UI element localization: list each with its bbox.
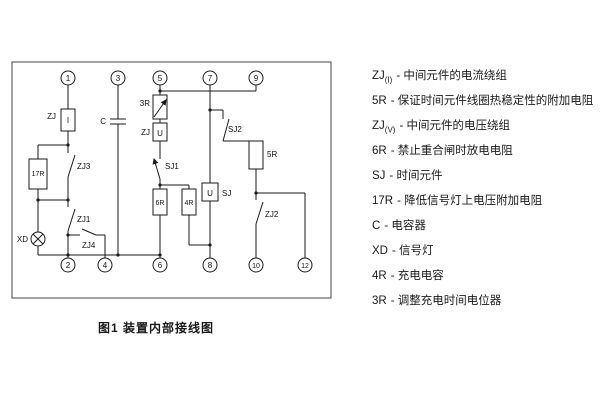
- potentiometer-3r-box: [152, 94, 168, 120]
- legend-desc: - 降低信号灯上电压附加电阻: [397, 195, 543, 207]
- zj-voltage-coil-label: ZJ: [141, 128, 150, 137]
- contact-zj2-label: ZJ2: [265, 210, 279, 219]
- legend-item: 3R- 调整充电时间电位器: [372, 289, 598, 314]
- figure-caption: 图1 装置内部接线图: [98, 321, 215, 335]
- svg-text:5: 5: [158, 74, 163, 83]
- legend-desc: - 禁止重合闸时放电电阻: [390, 145, 513, 157]
- contact-zj3-label: ZJ3: [77, 162, 91, 171]
- legend: ZJ(I)- 中间元件的电流绕组 5R- 保证时间元件线圈热稳定性的附加电阻 Z…: [372, 64, 598, 314]
- resistor-6r-label: 6R: [156, 200, 165, 207]
- legend-item: ZJ(I)- 中间元件的电流绕组: [372, 64, 598, 89]
- svg-text:9: 9: [254, 74, 259, 83]
- resistor-5r-label: 5R: [267, 150, 277, 159]
- terminal-3: 3: [110, 70, 126, 86]
- terminal-5: 5: [152, 70, 168, 86]
- diagram-border: [11, 61, 332, 299]
- wires: [37, 85, 306, 258]
- legend-term: XD: [372, 245, 388, 257]
- legend-term-sub: (V): [384, 125, 396, 135]
- zj-voltage-coil-mark: U: [157, 129, 163, 138]
- signal-lamp-symbol: [30, 231, 46, 247]
- legend-desc: - 中间元件的电压绕组: [399, 120, 510, 132]
- zj-current-coil-box: [60, 108, 76, 132]
- terminal-7: 7: [202, 70, 218, 86]
- legend-term: 5R: [372, 95, 387, 107]
- terminal-6: 6: [152, 257, 168, 273]
- resistor-17r-box: [28, 158, 48, 190]
- terminal-1: 1: [60, 70, 76, 86]
- legend-desc: - 信号灯: [391, 245, 434, 257]
- svg-text:3: 3: [116, 74, 121, 83]
- svg-text:4: 4: [103, 261, 108, 270]
- terminal-9: 9: [248, 70, 264, 86]
- terminal-8: 8: [202, 257, 218, 273]
- legend-term-text: 4R: [372, 270, 387, 282]
- legend-term-text: ZJ: [372, 70, 385, 82]
- legend-term: 17R: [372, 195, 393, 207]
- contact-sj2-label: SJ2: [228, 125, 242, 134]
- svg-text:10: 10: [252, 263, 260, 270]
- sj-coil-box: [201, 182, 219, 202]
- legend-term: ZJ(V): [372, 120, 396, 135]
- legend-desc: - 中间元件的电流绕组: [396, 70, 507, 82]
- resistor-17r-label: 17R: [32, 171, 45, 178]
- legend-item: 5R- 保证时间元件线圈热稳定性的附加电阻: [372, 89, 598, 114]
- legend-item: SJ - 时间元件: [372, 164, 598, 189]
- legend-term: SJ: [372, 170, 385, 182]
- legend-item: XD- 信号灯: [372, 239, 598, 264]
- legend-term-text: 6R: [372, 145, 387, 157]
- terminal-4: 4: [97, 257, 113, 273]
- contact-sj1-label: SJ1: [165, 162, 179, 171]
- sj-coil-mark: U: [207, 189, 213, 198]
- legend-term-text: 3R: [372, 295, 387, 307]
- legend-item: ZJ(V)- 中间元件的电压绕组: [372, 114, 598, 139]
- sj-coil-label: SJ: [222, 189, 231, 198]
- legend-term-text: C: [372, 220, 381, 232]
- resistor-6r-box: [152, 188, 168, 216]
- legend-desc: - 调整充电时间电位器: [390, 295, 502, 307]
- contact-zj4-label: ZJ4: [82, 241, 96, 250]
- svg-text:8: 8: [208, 261, 213, 270]
- zj-voltage-coil-box: [152, 122, 168, 142]
- legend-item: 4R- 充电电容: [372, 264, 598, 289]
- legend-item: 6R- 禁止重合闸时放电电阻: [372, 139, 598, 164]
- potentiometer-3r-label: 3R: [140, 99, 150, 108]
- legend-desc: - 保证时间元件线圈热稳定性的附加电阻: [390, 95, 594, 107]
- legend-term: 4R: [372, 270, 387, 282]
- legend-desc: - 电容器: [384, 220, 426, 232]
- capacitor-4r-box: [181, 188, 197, 216]
- resistor-5r-box: [248, 140, 264, 170]
- legend-term: C: [372, 220, 380, 232]
- legend-term: ZJ(I): [372, 70, 393, 85]
- svg-text:1: 1: [66, 74, 71, 83]
- terminal-10: 10: [248, 257, 264, 273]
- legend-term-text: SJ: [372, 170, 386, 182]
- signal-lamp-label: XD: [17, 235, 28, 244]
- zj-current-coil-label: ZJ: [47, 112, 56, 121]
- legend-term-text: 5R: [372, 95, 387, 107]
- contact-zj1-label: ZJ1: [77, 215, 91, 224]
- svg-text:6: 6: [158, 261, 163, 270]
- svg-text:12: 12: [301, 263, 309, 270]
- capacitor-c-label: C: [100, 117, 106, 126]
- terminal-12: 12: [297, 257, 313, 273]
- svg-text:7: 7: [208, 74, 213, 83]
- wiring-diagram: ZJ I 17R ZJ3 ZJ1 XD ZJ4 C 3R ZJ U SJ1 6R…: [11, 61, 332, 299]
- legend-term-text: ZJ: [372, 120, 385, 132]
- capacitor-4r-label: 4R: [185, 200, 194, 207]
- legend-term-text: 17R: [372, 195, 394, 207]
- legend-term-sub: (I): [384, 75, 393, 85]
- legend-term-text: XD: [372, 245, 388, 257]
- zj-current-coil-mark: I: [67, 116, 69, 125]
- legend-item: 17R - 降低信号灯上电压附加电阻: [372, 189, 598, 214]
- legend-term: 6R: [372, 145, 387, 157]
- terminal-2: 2: [60, 257, 76, 273]
- junction-dots: [36, 89, 258, 257]
- legend-item: C - 电容器: [372, 214, 598, 239]
- legend-desc: - 充电电容: [390, 270, 444, 282]
- legend-desc: - 时间元件: [389, 170, 443, 182]
- legend-term: 3R: [372, 295, 387, 307]
- svg-text:2: 2: [66, 261, 71, 270]
